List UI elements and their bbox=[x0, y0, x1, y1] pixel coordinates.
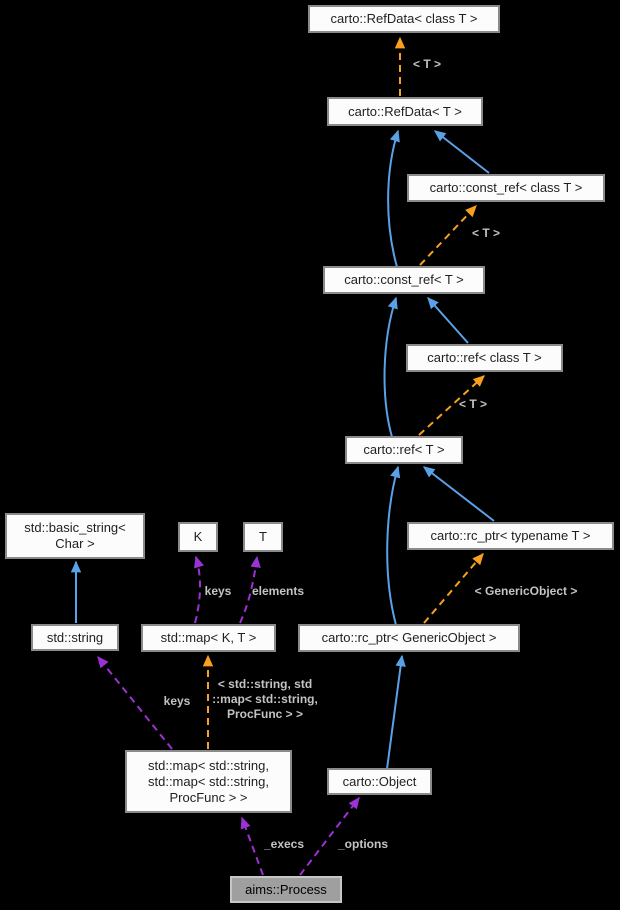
node-ref-class-t[interactable]: carto::ref< class T > bbox=[406, 344, 563, 372]
usage-arrow-process-to-object bbox=[299, 796, 360, 876]
usage-arrow-map-kt-to-k bbox=[194, 555, 204, 624]
inherit-arrow-constref-t-to-refdata-t bbox=[387, 129, 400, 268]
node-const-ref-t[interactable]: carto::const_ref< T > bbox=[323, 266, 485, 294]
node-rc-ptr-genericobject[interactable]: carto::rc_ptr< GenericObject > bbox=[298, 624, 520, 652]
edge-label-template-t-ref: < T > bbox=[458, 397, 487, 411]
template-arrow-ref-t-to-ref-classt bbox=[418, 375, 485, 436]
inherit-arrow-constref-classt-to-refdata-t bbox=[433, 130, 490, 174]
usage-arrow-process-to-mapstring bbox=[240, 816, 264, 876]
node-refdata-class-t[interactable]: carto::RefData< class T > bbox=[308, 5, 500, 33]
node-const-ref-class-t[interactable]: carto::const_ref< class T > bbox=[407, 174, 605, 202]
node-rc-ptr-typename-t[interactable]: carto::rc_ptr< typename T > bbox=[407, 522, 614, 550]
edge-label-keys-kt: keys bbox=[204, 584, 232, 598]
edge-label-execs: _execs bbox=[263, 837, 305, 851]
edge-label-template-map: < std::string, std ::map< std::string, P… bbox=[212, 677, 318, 721]
node-map-k-t[interactable]: std::map< K, T > bbox=[141, 624, 276, 652]
template-arrow-constref-t-to-constref-classt bbox=[419, 205, 477, 266]
inherit-arrow-ref-classt-to-constref-t bbox=[427, 297, 469, 344]
node-k[interactable]: K bbox=[178, 522, 218, 552]
node-basic-string[interactable]: std::basic_string< Char > bbox=[5, 513, 145, 559]
edge-label-template-t-refdata: < T > bbox=[412, 57, 441, 71]
edge-label-template-genericobject: < GenericObject > bbox=[474, 584, 578, 598]
inherit-arrow-ref-t-to-constref-t bbox=[383, 296, 398, 438]
node-std-string[interactable]: std::string bbox=[31, 624, 119, 651]
edge-label-keys-string: keys bbox=[163, 694, 191, 708]
node-aims-process[interactable]: aims::Process bbox=[230, 876, 342, 903]
edge-label-options: _options bbox=[338, 837, 388, 851]
inherit-arrow-rcptr-genericobject-to-ref-t bbox=[386, 465, 401, 626]
template-arrow-rcptr-genericobject-to-rcptr-typenamet bbox=[423, 553, 484, 624]
node-refdata-t[interactable]: carto::RefData< T > bbox=[327, 97, 483, 126]
node-map-string-procfunc[interactable]: std::map< std::string, std::map< std::st… bbox=[125, 750, 292, 813]
node-ref-t[interactable]: carto::ref< T > bbox=[345, 436, 463, 464]
edge-label-template-t-constref: < T > bbox=[471, 226, 500, 240]
usage-arrow-mapstring-to-string bbox=[97, 655, 173, 750]
inherit-arrow-object-to-rcptr-genericobject bbox=[386, 654, 406, 770]
node-t[interactable]: T bbox=[243, 522, 283, 552]
node-carto-object[interactable]: carto::Object bbox=[327, 768, 432, 795]
usage-arrow-map-kt-to-t bbox=[239, 555, 261, 624]
inherit-arrow-rcptr-typenamet-to-ref-t bbox=[422, 466, 495, 522]
edge-label-elements-kt: elements bbox=[251, 584, 305, 598]
